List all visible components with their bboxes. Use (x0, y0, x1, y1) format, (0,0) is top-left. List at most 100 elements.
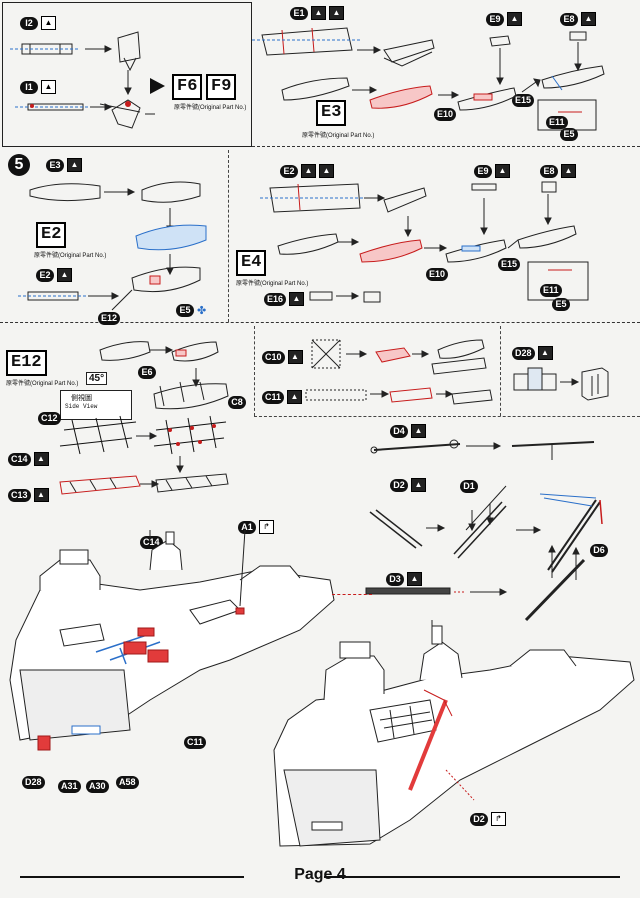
part-tag-a31: A31 (58, 780, 81, 793)
part-code: E2 (36, 268, 54, 282)
part-code: D28 (22, 776, 45, 789)
part-code: E11 (546, 116, 568, 129)
part-tag-c11-ship: C11 (184, 736, 207, 749)
part-tag-d6: D6 (590, 544, 608, 557)
boat-assembly-mid-left (18, 181, 207, 311)
part-tag-c12: C12 (38, 412, 61, 425)
part-tag-d2-ship: D2 ↱ (470, 812, 506, 826)
part-code: E6 (138, 366, 156, 379)
result-part-f6: F6 (172, 74, 203, 100)
reference-icon: ▲ (289, 292, 305, 306)
part-tag-e5: E5 (552, 298, 570, 311)
part-code: D4 (390, 424, 408, 438)
part-tag-i2: I2 ▲ (20, 16, 56, 30)
part-code: C11 (184, 736, 207, 749)
original-part-caption: 原零件號(Original Part No.) (174, 105, 247, 111)
original-part-caption: 原零件號(Original Part No.) (236, 281, 309, 287)
boat-assembly-top (252, 27, 605, 131)
part-code: I2 (20, 16, 38, 30)
reference-icon: ▲ (507, 12, 522, 26)
part-tag-e8: E8 ▲ (560, 12, 596, 26)
part-tag-e15: E15 (512, 94, 535, 107)
part-code: E5 (552, 298, 570, 311)
reference-icon: ▲ (67, 158, 82, 172)
part-tag-c8: C8 (228, 396, 246, 409)
part-code: D3 (386, 572, 404, 586)
boat-assembly-mid-right (260, 181, 589, 303)
angle-indicator: 45° (86, 372, 108, 385)
part-box-e2: E2 (36, 222, 67, 248)
part-code: A1 (238, 520, 256, 534)
part-code: D2 (390, 478, 408, 492)
part-code: I1 (20, 80, 38, 94)
part-code: C13 (8, 488, 31, 502)
part-code: C14 (8, 452, 31, 466)
turret-diagram (10, 31, 165, 129)
divider-lower-1 (254, 326, 255, 416)
part-code: D6 (590, 544, 608, 557)
side-view-callout: 側視圖 Side View (60, 390, 132, 420)
part-code: E15 (512, 94, 535, 107)
footer-rule-left (20, 876, 244, 878)
part-tag-e11: E11 (540, 284, 562, 297)
reference-icon: ▲ (311, 6, 326, 20)
part-tag-e8: E8 ▲ (540, 164, 576, 178)
part-tag-e2: E2 ▲ ▲ (280, 164, 334, 178)
part-code: C10 (262, 350, 285, 364)
part-code: E11 (540, 284, 562, 297)
part-code: C11 (262, 390, 285, 404)
part-code: D28 (512, 346, 535, 360)
part-tag-a1: A1 ↱ (238, 520, 274, 534)
part-code: D1 (460, 480, 478, 493)
reference-icon: ▲ (581, 12, 596, 26)
part-code: A31 (58, 780, 81, 793)
reference-icon: ↱ (259, 520, 274, 534)
page-footer: Page 4 (0, 866, 640, 888)
panel-top-left (2, 2, 252, 147)
part-code: A58 (116, 776, 139, 789)
original-part-caption: 原零件號(Original Part No.) (6, 381, 79, 387)
part-code: E12 (98, 312, 121, 325)
part-tag-e10: E10 (434, 108, 457, 121)
part-tag-e3: E3 ▲ (46, 158, 82, 172)
divider-mid-vertical (228, 150, 229, 322)
part-code: E15 (498, 258, 521, 271)
part-tag-c11: C11 ▲ (262, 390, 303, 404)
reference-icon: ▲ (33, 452, 49, 466)
ship-right-diagram (273, 620, 635, 847)
original-part-caption: 原零件號(Original Part No.) (302, 133, 375, 139)
part-tag-d4: D4 ▲ (390, 424, 426, 438)
page-number: Page 4 (294, 866, 346, 883)
original-part-caption: 原零件號(Original Part No.) (34, 253, 107, 259)
part-tag-a58: A58 (116, 776, 139, 789)
part-code: E5 (560, 128, 578, 141)
reference-icon: ↱ (491, 812, 506, 826)
part-tag-e10: E10 (426, 268, 449, 281)
part-tag-e2-small: E2 ▲ (36, 268, 72, 282)
part-tag-e9: E9 ▲ (486, 12, 522, 26)
reference-icon: ▲ (561, 164, 576, 178)
side-view-subtitle: Side View (65, 403, 98, 410)
dotted-guide (332, 594, 372, 595)
reference-icon: ▲ (287, 390, 303, 404)
reference-icon: ▲ (41, 16, 56, 30)
part-tag-d28-ship: D28 (22, 776, 45, 789)
locker-assembly (513, 367, 609, 401)
part-code: E10 (434, 108, 457, 121)
reference-icon: ▲ (411, 478, 426, 492)
part-tag-e12: E12 (98, 312, 121, 325)
part-code: E9 (486, 12, 504, 26)
part-tag-e9: E9 ▲ (474, 164, 510, 178)
reference-icon: ▲ (495, 164, 510, 178)
part-tag-e5: E5 (560, 128, 578, 141)
rack-assembly (305, 339, 493, 405)
reference-icon: ▲ (41, 80, 56, 94)
part-code: E10 (426, 268, 449, 281)
part-code: E8 (560, 12, 578, 26)
part-tag-e15: E15 (498, 258, 521, 271)
reference-icon: ▲ (57, 268, 72, 282)
part-box-e3: E3 (316, 100, 347, 126)
part-code: D2 (470, 812, 488, 826)
part-tag-e5: E5 ✤ (176, 304, 206, 317)
result-part-f9: F9 (206, 74, 237, 100)
